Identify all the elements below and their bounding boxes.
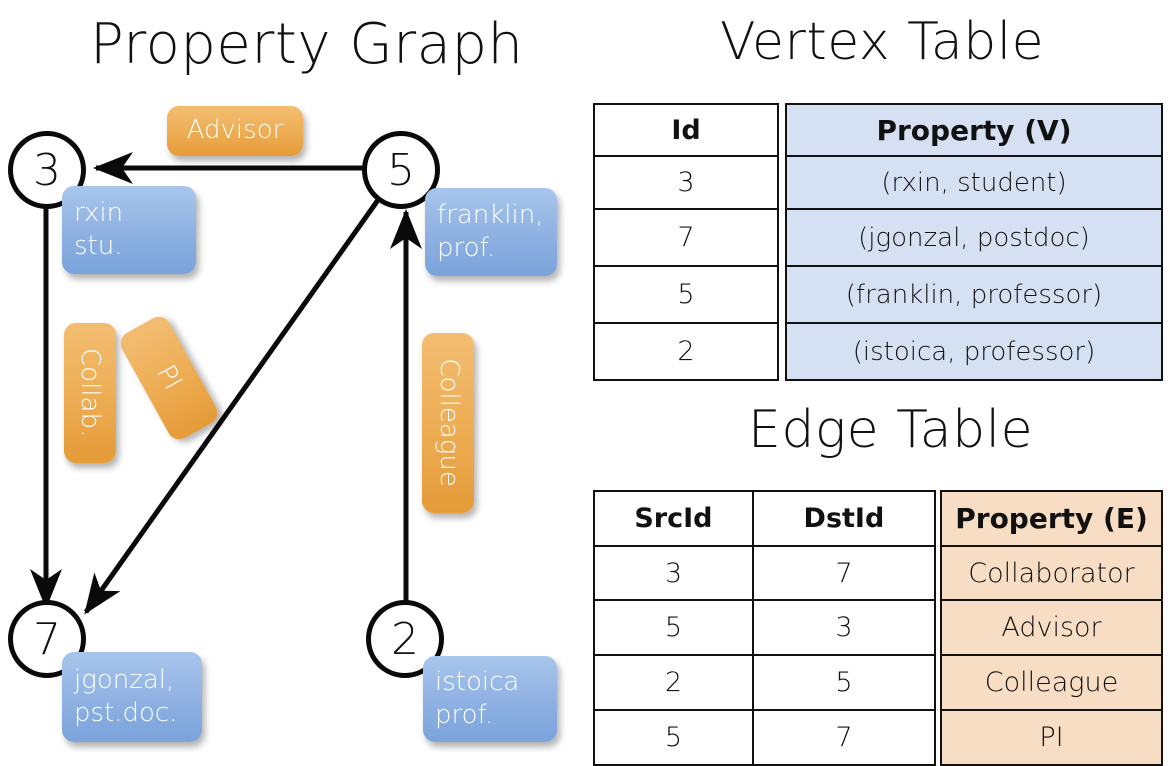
edge-label-colleague: Colleague [422,333,474,513]
node-7-property-box: jgonzal, pst.doc. [62,652,202,742]
vertex-table-header-id: Id [593,103,779,157]
table-row[interactable]: PI [940,709,1163,766]
node-7-property-line-2: pst.doc. [74,698,178,728]
edge-table-title: Edge Table [748,400,1034,460]
node-5-property-line-1: franklin, [437,199,544,230]
graph-edges [30,152,422,615]
edge-table-cell-src-1: 5 [593,599,754,656]
vertex-table-cell-id-2: 5 [593,265,779,324]
node-3-property-box: rxin stu. [62,186,196,274]
edge-table-cell-property-1: Advisor [940,599,1163,656]
edge-table-cell-dst-0: 7 [751,545,937,601]
table-row[interactable]: Collaborator [940,545,1163,601]
graph-node-2[interactable]: 2 [366,600,444,678]
edge-table-cell-dst-2: 5 [751,654,937,711]
node-3-property-line-2: stu. [74,231,123,261]
table-row: Property (V) [785,103,1163,157]
edge-label-colleague-text: Colleague [433,358,464,488]
node-5-property-line-2: prof. [437,233,496,263]
table-row[interactable]: 5 [593,265,779,324]
table-row[interactable]: 2 [593,322,779,381]
edge-table-header-dstid: DstId [751,490,937,547]
edge-table-header-property: Property (E) [940,490,1163,547]
edge-table-property-column: Property (E) Collaborator Advisor Collea… [940,490,1163,766]
table-row[interactable]: (jgonzal, postdoc) [785,208,1163,267]
graph-node-7-label: 7 [33,613,61,665]
table-row[interactable]: 3 7 [593,545,937,601]
vertex-table-cell-property-0: (rxin, student) [785,155,1163,210]
edge-table-cell-property-3: PI [940,709,1163,766]
table-row: Property (E) [940,490,1163,547]
vertex-table-cell-property-1: (jgonzal, postdoc) [785,208,1163,267]
page-title-property-graph: Property Graph [90,12,524,77]
table-row[interactable]: (istoica, professor) [785,322,1163,381]
vertex-table-cell-id-1: 7 [593,208,779,267]
edge-table-cell-dst-1: 3 [751,599,937,656]
vertex-table-id-column: Id 3 7 5 2 [593,103,779,381]
table-row[interactable]: Colleague [940,654,1163,711]
edge-label-collab: Collab. [64,323,116,463]
table-row: Id [593,103,779,157]
edge-table-cell-src-0: 3 [593,545,754,601]
vertex-table-cell-property-2: (franklin, professor) [785,265,1163,324]
table-row[interactable]: 2 5 [593,654,937,711]
vertex-table-cell-id-3: 2 [593,322,779,381]
property-graph-panel: Property Graph 3 5 7 2 rxin stu. frankli… [0,0,585,760]
table-row[interactable]: 7 [593,208,779,267]
vertex-table-property-column: Property (V) (rxin, student) (jgonzal, p… [785,103,1163,381]
node-2-property-line-1: istoica [435,666,520,697]
edge-table-cell-property-0: Collaborator [940,545,1163,601]
table-row[interactable]: Advisor [940,599,1163,656]
vertex-table-header-property: Property (V) [785,103,1163,157]
graph-node-3-label: 3 [33,144,61,196]
edge-5-to-7 [83,198,381,615]
edge-table-cell-property-2: Colleague [940,654,1163,711]
node-2-property-box: istoica prof. [423,656,557,742]
table-row[interactable]: 5 7 [593,709,937,766]
table-row[interactable]: (rxin, student) [785,155,1163,210]
edge-table-cell-src-3: 5 [593,709,754,766]
graph-node-5-label: 5 [387,144,415,196]
edge-table-id-columns: SrcId DstId 3 7 5 3 2 5 5 7 [593,490,937,766]
vertex-table-cell-property-3: (istoica, professor) [785,322,1163,381]
node-5-property-box: franklin, prof. [425,188,557,276]
graph-node-5[interactable]: 5 [362,131,440,209]
vertex-table-cell-id-0: 3 [593,155,779,210]
table-row[interactable]: 5 3 [593,599,937,656]
edge-label-pi-text: PI [150,360,189,396]
graph-node-2-label: 2 [391,613,419,665]
node-7-property-line-1: jgonzal, [74,664,175,695]
vertex-table-panel: Vertex Table Id 3 7 5 2 Property (V) (rx… [585,0,1170,390]
node-3-property-line-1: rxin [74,197,124,228]
vertex-table-title: Vertex Table [720,12,1045,72]
edge-label-advisor-text: Advisor [186,115,284,146]
table-row[interactable]: (franklin, professor) [785,265,1163,324]
edge-label-collab-text: Collab. [75,348,106,438]
node-2-property-line-2: prof. [435,700,494,730]
edge-table-header-srcid: SrcId [593,490,754,547]
table-row: SrcId DstId [593,490,937,547]
edge-table-cell-dst-3: 7 [751,709,937,766]
edge-table-panel: Edge Table SrcId DstId 3 7 5 3 2 5 5 7 P… [585,392,1170,766]
edge-label-advisor: Advisor [167,106,303,156]
table-row[interactable]: 3 [593,155,779,210]
edge-table-cell-src-2: 2 [593,654,754,711]
